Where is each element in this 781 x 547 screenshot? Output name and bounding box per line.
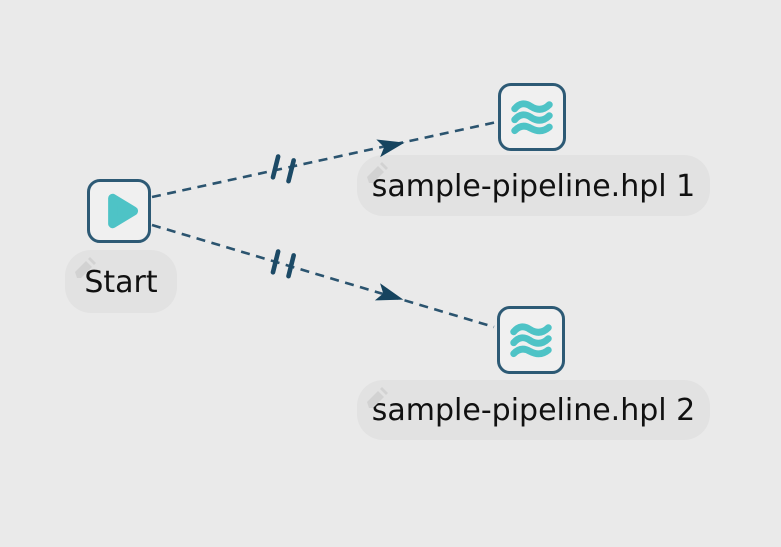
node-label: Start: [84, 264, 158, 300]
node-pipeline-1-label[interactable]: sample-pipeline.hpl 1: [357, 155, 710, 216]
hop-arrowhead-icon: [376, 139, 405, 158]
pipeline-waves-icon: [510, 323, 552, 358]
node-start[interactable]: [87, 179, 151, 243]
unconditional-hop-icon: [286, 158, 296, 184]
pipeline-waves-icon: [511, 100, 553, 135]
hop-start-to-pipeline-2[interactable]: [151, 223, 495, 329]
node-start-label[interactable]: Start: [65, 250, 177, 313]
edit-pencil-icon[interactable]: [70, 253, 100, 283]
node-label: sample-pipeline.hpl 1: [371, 168, 696, 204]
node-label: sample-pipeline.hpl 2: [371, 393, 696, 428]
edit-pencil-icon[interactable]: [362, 158, 392, 188]
hop-dashed-line: [151, 223, 495, 329]
play-icon: [108, 193, 139, 229]
node-pipeline-2-label[interactable]: sample-pipeline.hpl 2: [357, 380, 710, 440]
hop-dashed-line: [151, 120, 498, 199]
node-pipeline-1[interactable]: [498, 83, 566, 151]
node-pipeline-2[interactable]: [497, 306, 565, 374]
unconditional-hop-icon: [270, 154, 281, 180]
edit-pencil-icon[interactable]: [362, 383, 392, 413]
hop-start-to-pipeline-1[interactable]: [151, 120, 498, 199]
unconditional-hop-icon: [270, 249, 281, 275]
unconditional-hop-icon: [286, 253, 296, 279]
hop-arrowhead-icon: [374, 283, 404, 301]
